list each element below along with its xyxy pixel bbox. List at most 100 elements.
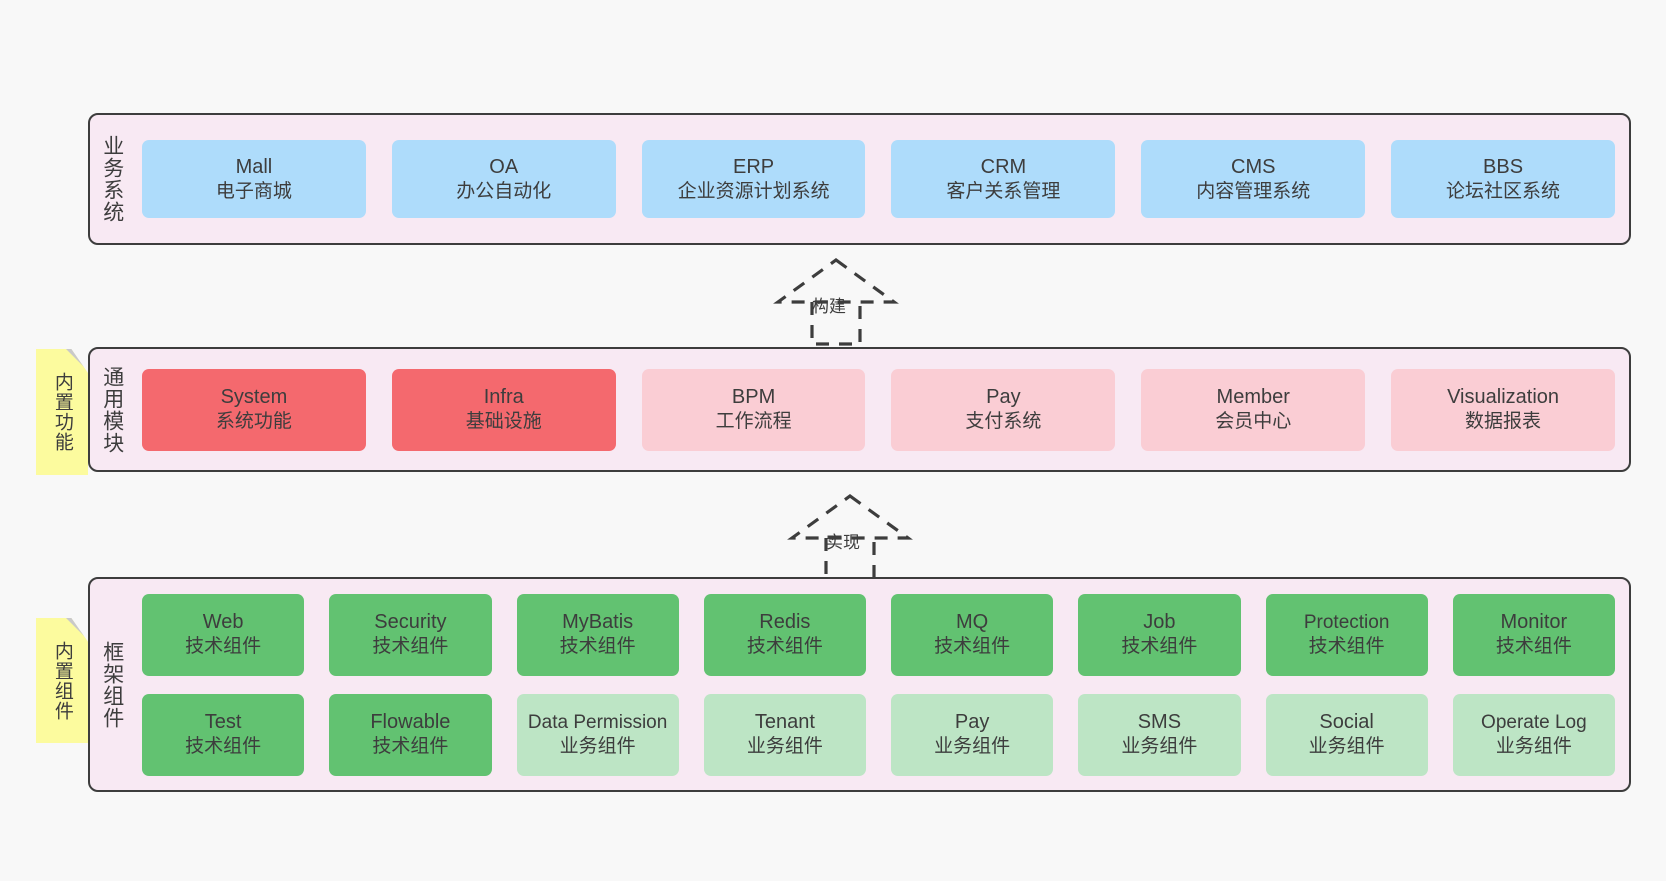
card-title-en: Web — [202, 611, 244, 634]
card-protection[interactable]: Protection 技术组件 — [1265, 593, 1428, 676]
card-title-cn: 基础设施 — [465, 411, 542, 433]
card-oa[interactable]: OA 办公自动化 — [391, 140, 616, 218]
card-title-cn: 论坛社区系统 — [1446, 180, 1561, 202]
card-row: Mall 电子商城 OA 办公自动化 ERP 企业资源计划系统 CRM 客户关系… — [142, 140, 1615, 218]
layer-title-framework-component: 框架组件 — [100, 640, 124, 729]
card-system[interactable]: System 系统功能 — [142, 368, 366, 451]
dashed-generalization-arrow-icon — [787, 494, 913, 582]
card-title-cn: 技术组件 — [1308, 635, 1385, 657]
card-tenant[interactable]: Tenant 业务组件 — [703, 693, 866, 776]
layer-business-system: 业务系统 Mall 电子商城 OA 办公自动化 ERP 企业资源计划系统 CRM… — [88, 113, 1631, 245]
connector-label-build: 构建 — [812, 297, 846, 316]
card-title-en: Visualization — [1447, 386, 1560, 409]
card-title-en: System — [220, 386, 288, 409]
card-redis[interactable]: Redis 技术组件 — [703, 593, 866, 676]
card-title-en: MQ — [956, 611, 989, 634]
card-bpm[interactable]: BPM 工作流程 — [641, 368, 866, 451]
card-title-en: Data Permission — [527, 711, 668, 733]
card-cms[interactable]: CMS 内容管理系统 — [1141, 140, 1366, 218]
note-builtin-component: 内置组件 — [36, 618, 88, 743]
card-member[interactable]: Member 会员中心 — [1141, 368, 1366, 451]
layer-framework-component: 框架组件 Web 技术组件 Security 技术组件 MyBatis 技术组件… — [88, 577, 1631, 792]
card-flowable[interactable]: Flowable 技术组件 — [329, 693, 492, 776]
card-data-permission[interactable]: Data Permission 业务组件 — [516, 693, 679, 776]
card-title-cn: 工作流程 — [715, 411, 792, 433]
card-title-en: Mall — [235, 155, 273, 178]
card-title-en: CMS — [1231, 155, 1276, 178]
card-title-cn: 技术组件 — [1495, 636, 1572, 658]
card-bbs[interactable]: BBS 论坛社区系统 — [1391, 140, 1615, 218]
card-title-en: CRM — [980, 155, 1027, 178]
card-title-cn: 业务组件 — [934, 736, 1011, 758]
card-title-cn: 技术组件 — [185, 636, 262, 658]
card-title-cn: 系统功能 — [215, 411, 292, 433]
card-title-en: Tenant — [754, 711, 815, 734]
card-row: Test 技术组件 Flowable 技术组件 Data Permission … — [142, 693, 1615, 776]
card-title-cn: 技术组件 — [372, 736, 449, 758]
card-title-cn: 技术组件 — [372, 636, 449, 658]
card-visualization[interactable]: Visualization 数据报表 — [1391, 368, 1615, 451]
card-erp[interactable]: ERP 企业资源计划系统 — [641, 140, 866, 218]
card-title-cn: 业务组件 — [1308, 736, 1385, 758]
layer-body-general-module: System 系统功能 Infra 基础设施 BPM 工作流程 Pay 支付系统… — [134, 349, 1629, 470]
card-title-en: Infra — [483, 386, 524, 409]
card-title-cn: 技术组件 — [746, 636, 823, 658]
card-title-cn: 内容管理系统 — [1196, 180, 1311, 202]
layer-body-framework-component: Web 技术组件 Security 技术组件 MyBatis 技术组件 Redi… — [134, 579, 1629, 790]
connector-build: 构建 — [756, 256, 916, 346]
card-title-cn: 业务组件 — [559, 735, 636, 757]
card-title-en: Redis — [759, 611, 811, 634]
card-web[interactable]: Web 技术组件 — [142, 593, 305, 676]
layer-title-general-module: 通用模块 — [100, 365, 124, 454]
card-job[interactable]: Job 技术组件 — [1078, 593, 1241, 676]
card-title-cn: 技术组件 — [559, 636, 636, 658]
card-title-en: Member — [1216, 386, 1290, 409]
card-title-cn: 业务组件 — [1495, 735, 1572, 757]
card-title-en: Protection — [1303, 611, 1390, 633]
card-row: System 系统功能 Infra 基础设施 BPM 工作流程 Pay 支付系统… — [142, 368, 1615, 451]
card-title-en: Social — [1319, 711, 1374, 734]
card-title-en: Security — [374, 611, 447, 634]
card-title-en: Pay — [986, 386, 1021, 409]
card-title-en: SMS — [1137, 711, 1182, 734]
card-title-cn: 技术组件 — [1121, 636, 1198, 658]
card-security[interactable]: Security 技术组件 — [329, 593, 492, 676]
card-title-en: BPM — [731, 386, 776, 409]
card-title-en: OA — [489, 155, 519, 178]
card-title-en: Monitor — [1500, 611, 1568, 634]
dashed-generalization-arrow-icon — [773, 258, 899, 346]
card-title-cn: 技术组件 — [934, 636, 1011, 658]
card-title-en: Pay — [954, 711, 990, 734]
card-title-cn: 办公自动化 — [456, 180, 552, 202]
card-title-cn: 数据报表 — [1465, 411, 1542, 433]
layer-body-business-system: Mall 电子商城 OA 办公自动化 ERP 企业资源计划系统 CRM 客户关系… — [134, 115, 1629, 243]
card-infra[interactable]: Infra 基础设施 — [391, 368, 616, 451]
card-title-cn: 电子商城 — [215, 180, 292, 202]
card-mall[interactable]: Mall 电子商城 — [142, 140, 366, 218]
note-builtin-function: 内置功能 — [36, 349, 88, 475]
card-title-cn: 技术组件 — [185, 736, 262, 758]
card-operate-log[interactable]: Operate Log 业务组件 — [1452, 693, 1615, 776]
card-title-cn: 业务组件 — [1121, 736, 1198, 758]
card-title-en: BBS — [1483, 155, 1524, 178]
card-test[interactable]: Test 技术组件 — [142, 693, 305, 776]
card-social[interactable]: Social 业务组件 — [1265, 693, 1428, 776]
note-fold-corner-icon — [66, 349, 88, 371]
note-text: 内置组件 — [51, 640, 73, 721]
card-mq[interactable]: MQ 技术组件 — [891, 593, 1054, 676]
card-title-cn: 支付系统 — [965, 411, 1042, 433]
card-title-en: Test — [204, 711, 242, 734]
card-title-cn: 客户关系管理 — [946, 180, 1061, 202]
card-title-en: Job — [1143, 611, 1176, 634]
card-pay-component[interactable]: Pay 业务组件 — [891, 693, 1054, 776]
card-crm[interactable]: CRM 客户关系管理 — [891, 140, 1116, 218]
card-pay-module[interactable]: Pay 支付系统 — [891, 368, 1116, 451]
card-monitor[interactable]: Monitor 技术组件 — [1452, 593, 1615, 676]
note-fold-corner-icon — [66, 618, 88, 640]
note-text: 内置功能 — [51, 372, 73, 452]
card-sms[interactable]: SMS 业务组件 — [1078, 693, 1241, 776]
card-title-en: ERP — [733, 155, 775, 178]
card-title-en: MyBatis — [562, 611, 634, 634]
card-mybatis[interactable]: MyBatis 技术组件 — [516, 593, 679, 676]
